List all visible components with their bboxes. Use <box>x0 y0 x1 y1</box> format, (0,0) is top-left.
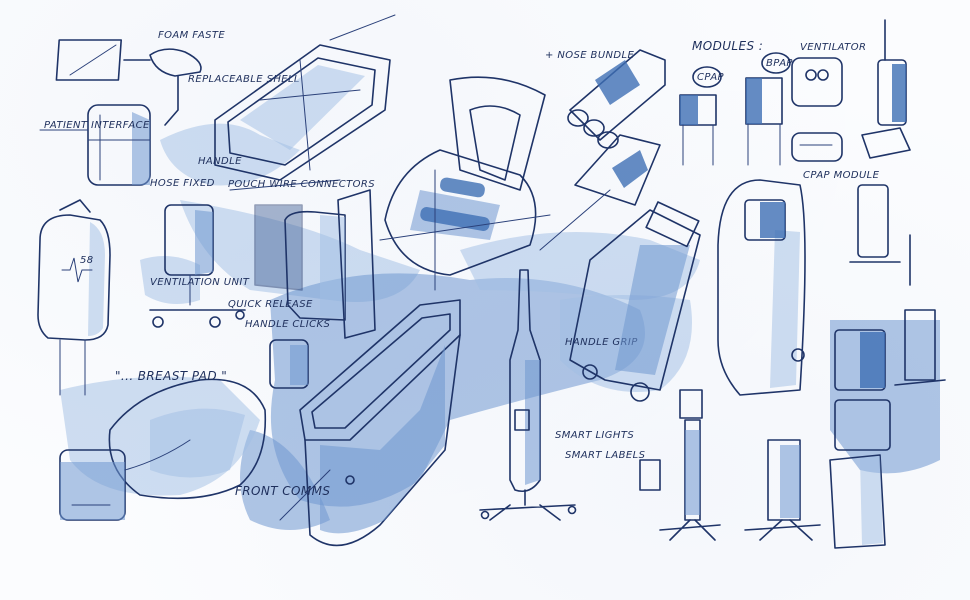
tub-sketch <box>279 299 461 547</box>
breast-pad-sketch <box>59 378 267 521</box>
note-replaceable-shell: REPLACEABLE SHELL <box>188 74 300 85</box>
note-handle-clicks: HANDLE CLICKS <box>245 319 330 330</box>
small-module-sketch <box>269 339 309 389</box>
column-display-sketch <box>829 309 946 549</box>
opened-lid-device-sketch <box>379 76 551 291</box>
pole-stands-sketch <box>639 389 821 541</box>
note-ventilation-unit: VENTILATION UNIT <box>150 277 250 288</box>
tray-sketch <box>214 14 396 181</box>
note-front-comms: FRONT COMMS <box>235 484 330 498</box>
patient-interface-sketch <box>39 39 202 186</box>
note-nose-bundle: + NOSE BUNDLE <box>545 50 634 61</box>
monitor-display-value: 58 <box>80 255 94 266</box>
note-ventilator: VENTILATOR <box>800 42 866 53</box>
note-bpap: BPAP <box>766 58 793 69</box>
note-quick-release: QUICK RELEASE <box>228 299 313 310</box>
monitor-device-sketch <box>37 199 111 396</box>
note-cpap-module: CPAP MODULE <box>803 170 880 181</box>
note-hose-fixed: HOSE FIXED <box>150 178 215 189</box>
hose-bundle-sketch <box>539 49 666 251</box>
note-breast-pad: "... BREAST PAD " <box>115 369 227 383</box>
note-foam-faster: FOAM FASTE <box>158 30 225 41</box>
tall-cabinet-sketch <box>717 179 806 396</box>
note-handle: HANDLE <box>198 156 242 167</box>
note-modules: MODULES : <box>692 39 763 53</box>
note-pouch-wire-connectors: POUCH WIRE CONNECTORS <box>228 179 375 190</box>
rolling-cart-sketch <box>569 201 701 402</box>
note-smart-lights: SMART LIGHTS <box>555 430 634 441</box>
note-smart-labels: SMART LABELS <box>565 450 646 461</box>
bottle-stand-sketch <box>479 269 577 521</box>
note-patient-interface: PATIENT INTERFACE <box>44 120 150 131</box>
tall-stand-sketch <box>849 19 911 286</box>
note-cpap: CPAP <box>697 72 725 83</box>
note-handle-grip: HANDLE GRIP <box>565 337 638 348</box>
modules-sketch <box>679 52 843 166</box>
boxy-module-sketch <box>229 179 376 339</box>
ventilation-unit-sketch <box>149 204 246 328</box>
